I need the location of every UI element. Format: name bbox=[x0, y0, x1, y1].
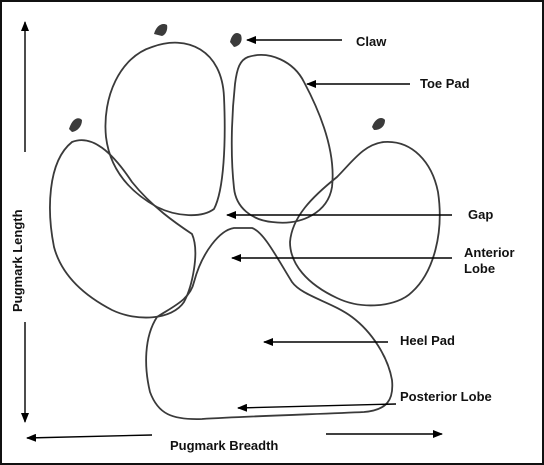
anterior-lobe-label: Anterior Lobe bbox=[464, 245, 515, 276]
toe-pad-outer-right bbox=[289, 141, 441, 307]
heel-pad-label: Heel Pad bbox=[400, 333, 455, 348]
breadth-arrow-left bbox=[26, 433, 153, 442]
claw-mark-2 bbox=[230, 33, 242, 47]
toe-pad-inner-right bbox=[230, 54, 334, 224]
posterior-lobe-arrow bbox=[237, 403, 397, 412]
posterior-lobe-label: Posterior Lobe bbox=[400, 389, 492, 404]
toe-pad-inner-left bbox=[104, 41, 226, 217]
toe-pad-label: Toe Pad bbox=[420, 76, 470, 91]
claw-mark-4 bbox=[372, 118, 385, 130]
pugmark-length-label: Pugmark Length bbox=[10, 209, 25, 312]
claw-mark-3 bbox=[69, 118, 82, 132]
toe-pad-outer-left bbox=[49, 139, 197, 319]
claw-label: Claw bbox=[356, 34, 387, 49]
pugmark-breadth-label: Pugmark Breadth bbox=[170, 438, 279, 453]
heel-pad-outline bbox=[145, 227, 394, 420]
claw-mark-1 bbox=[154, 24, 168, 36]
gap-label: Gap bbox=[468, 207, 494, 222]
